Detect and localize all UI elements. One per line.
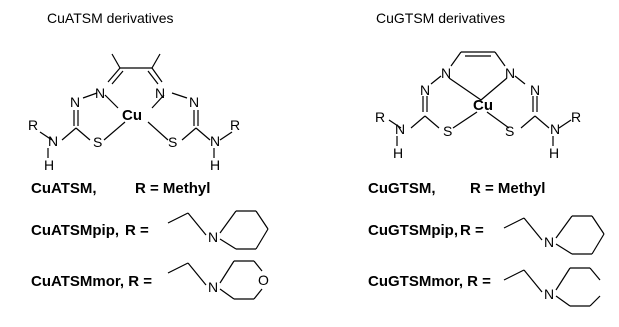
atom-h: H [210, 157, 220, 173]
cuatsmmor-label: CuATSMmor, R = [31, 273, 152, 290]
cuatsmpip-r-label: R = [125, 222, 149, 239]
left-title: CuATSM derivatives [47, 10, 174, 26]
atom-n: N [208, 279, 218, 295]
atom-h: H [44, 157, 54, 173]
atom-n: N [395, 121, 405, 137]
cugtsm-label: CuGTSM, [368, 180, 436, 197]
atom-n: N [210, 133, 220, 149]
atom-n: N [505, 65, 515, 81]
atom-n: N [48, 133, 58, 149]
atom-s: S [443, 123, 452, 139]
cuatsm-r-label: R = Methyl [135, 180, 211, 197]
atom-cu: Cu [473, 97, 493, 114]
cugtsmpip-r-label: R = [460, 222, 484, 239]
atom-h: H [549, 145, 559, 161]
atom-r: R [375, 109, 385, 125]
atom-n: N [155, 85, 165, 101]
atom-r: R [230, 117, 240, 133]
atom-n: N [550, 121, 560, 137]
cugtsm-structure: N N N N N N S S H H R R Cu [375, 51, 581, 161]
cugtsmmor-label: CuGTSMmor, R = [368, 273, 491, 290]
atom-n: N [544, 286, 554, 302]
cuatsmpip-piperidine: N [167, 210, 269, 250]
atom-cu: Cu [122, 107, 142, 124]
atom-n: N [544, 234, 554, 250]
cugtsmpip-piperidine: N [503, 215, 605, 255]
atom-n: N [530, 82, 540, 98]
atom-n: N [208, 229, 218, 245]
atom-n: N [420, 82, 430, 98]
cuatsm-structure: N N N N N N S S H H R R Cu [28, 53, 240, 173]
atom-r: R [28, 117, 38, 133]
right-title: CuGTSM derivatives [376, 10, 506, 26]
atom-s: S [93, 134, 102, 150]
atom-n: N [70, 94, 80, 110]
cuatsm-label: CuATSM, [31, 180, 97, 197]
cuatsmpip-label: CuATSMpip, [31, 222, 120, 239]
atom-s: S [168, 134, 177, 150]
atom-h: H [393, 145, 403, 161]
cuatsmmor-morpholine: N O [167, 260, 269, 300]
cugtsmpip-label: CuGTSMpip, [368, 222, 458, 239]
cugtsm-r-label: R = Methyl [470, 180, 546, 197]
cugtsmmor-morpholine: N [503, 267, 601, 307]
atom-n: N [189, 94, 199, 110]
atom-s: S [505, 123, 514, 139]
atom-r: R [571, 109, 581, 125]
atom-o: O [258, 272, 269, 288]
atom-n: N [441, 65, 451, 81]
atom-n: N [95, 85, 105, 101]
